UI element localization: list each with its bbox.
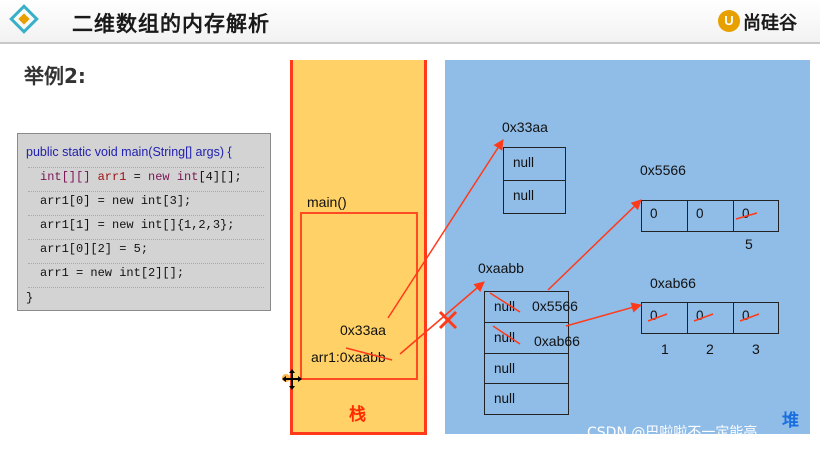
array-ab66-new-value-1: 2 xyxy=(706,341,714,357)
slide-header: 二维数组的内存解析 U 尚硅谷 xyxy=(0,0,820,44)
arrow-to-33aa xyxy=(387,139,504,319)
code-line-5: arr1[0][2] = 5; xyxy=(40,242,149,256)
code-line-2: int[][] arr1 = new int[4][]; xyxy=(40,170,242,184)
code-line-4: arr1[1] = new int[]{1,2,3}; xyxy=(40,218,235,232)
strike-aabb-null-0 xyxy=(489,292,521,313)
code-line-7: } xyxy=(26,291,34,305)
array-5566-new-value: 5 xyxy=(745,236,753,252)
stack-label: 栈 xyxy=(349,405,366,425)
strike-5566-cell-2 xyxy=(735,212,758,220)
array-aabb-ref-0: 0x5566 xyxy=(532,298,578,314)
heap-addr-ab66: 0xab66 xyxy=(650,275,696,291)
heap-addr-33aa: 0x33aa xyxy=(502,119,548,135)
strike-arr1-old-address xyxy=(345,347,393,361)
diamond-logo-icon xyxy=(9,4,39,34)
stack-old-address: 0x33aa xyxy=(340,322,386,338)
move-cursor-icon xyxy=(282,369,302,390)
array-5566-cell-2: 0 xyxy=(733,200,779,232)
code-line-6: arr1 = new int[2][]; xyxy=(40,266,185,280)
strike-ab66-cell-1 xyxy=(693,313,714,322)
code-line-1: public static void main(String[] args) { xyxy=(26,145,232,159)
strike-ab66-cell-2 xyxy=(739,313,760,322)
array-aabb-cell-3: null xyxy=(484,383,569,415)
array-33aa-cell-1: null xyxy=(503,180,566,214)
heap-addr-aabb: 0xaabb xyxy=(478,260,524,276)
strike-aabb-null-1 xyxy=(492,325,521,345)
arrow-to-ab66 xyxy=(565,302,643,327)
array-ab66-new-value-0: 1 xyxy=(661,341,669,357)
heap-addr-5566: 0x5566 xyxy=(640,162,686,178)
array-aabb-ref-1: 0xab66 xyxy=(534,333,580,349)
cross-out-mark-icon xyxy=(438,310,458,330)
arrow-to-5566 xyxy=(547,199,642,291)
heap-label: 堆 xyxy=(782,411,799,431)
code-snippet: public static void main(String[] args) {… xyxy=(17,133,271,311)
arrow-to-aabb xyxy=(399,281,485,355)
strike-ab66-cell-0 xyxy=(647,313,668,322)
array-ab66-new-value-2: 3 xyxy=(752,341,760,357)
main-stack-frame xyxy=(300,212,418,380)
slide-title: 二维数组的内存解析 xyxy=(72,12,270,36)
brand-name: 尚硅谷 xyxy=(743,13,797,34)
heap-region xyxy=(445,60,810,434)
array-ab66-cell-2: 0 xyxy=(733,302,779,334)
main-frame-label: main() xyxy=(307,194,347,210)
stack-region xyxy=(290,60,427,435)
brand-u-icon: U xyxy=(718,10,740,32)
csdn-watermark: CSDN @巴啦啦不一定能亮 xyxy=(587,425,758,441)
example-label: 举例2: xyxy=(24,64,86,88)
code-line-3: arr1[0] = new int[3]; xyxy=(40,194,192,208)
